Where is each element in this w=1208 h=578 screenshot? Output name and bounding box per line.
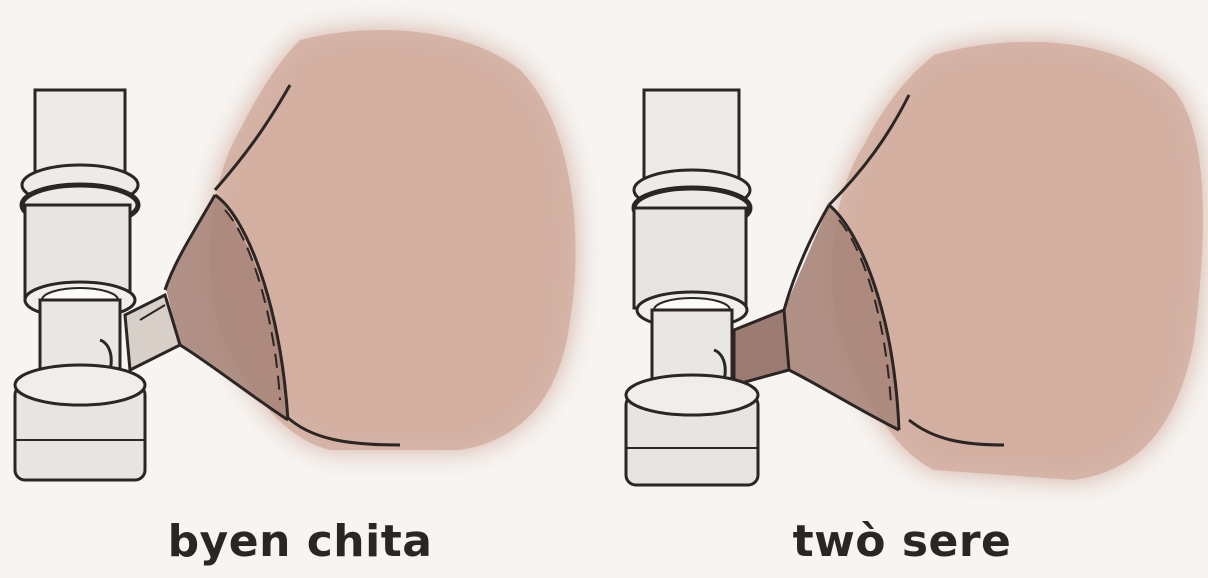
breast-pump-bottle-icon	[15, 90, 145, 480]
good-fit-illustration	[0, 0, 604, 510]
panel-too-tight: twò sere	[604, 0, 1208, 578]
too-tight-illustration	[604, 0, 1208, 510]
caption-too-tight: twò sere	[600, 516, 1204, 567]
panel-good-fit: byen chita	[0, 0, 604, 578]
caption-good-fit: byen chita	[0, 516, 602, 567]
breast-pump-bottle-icon	[626, 90, 758, 485]
